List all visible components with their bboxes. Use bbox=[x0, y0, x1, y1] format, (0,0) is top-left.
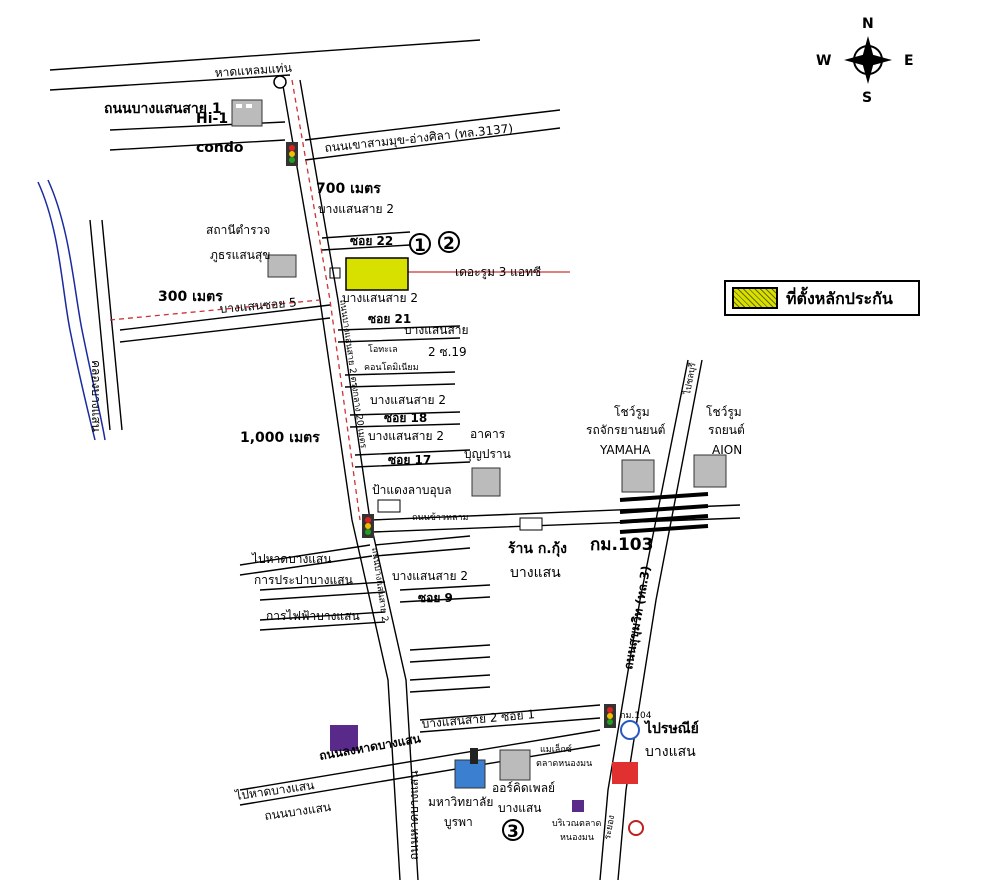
hospital-icon bbox=[628, 820, 644, 836]
road-label: บางแสนสาย 2 bbox=[370, 393, 446, 407]
distance-label: 1,000 เมตร bbox=[240, 430, 320, 446]
compass-east: E bbox=[904, 53, 914, 69]
place-label: ภูธรแสนสุข bbox=[210, 248, 270, 263]
traffic-light-icon bbox=[286, 142, 298, 166]
road-label: ถนนข้าวหลาม bbox=[412, 512, 469, 523]
road-label: ซอย 22 bbox=[350, 234, 393, 248]
logo-icon bbox=[620, 720, 640, 740]
distance-label: 300 เมตร bbox=[158, 289, 223, 305]
marker-3 bbox=[502, 819, 524, 841]
building-icon bbox=[267, 254, 297, 278]
road-label: ถนนหาดบางแสน bbox=[407, 770, 421, 860]
place-label: บางแสน bbox=[498, 801, 541, 815]
place-label: AION bbox=[712, 443, 742, 457]
road-label: ถนนบางแสนสาย 1 bbox=[104, 101, 222, 117]
road-label: ไปหาดบางแสน bbox=[251, 552, 332, 566]
place-label: เดอะรูม 3 แอทซี bbox=[455, 265, 541, 280]
river bbox=[37, 179, 106, 441]
place-label: บริเวณตลาด bbox=[552, 818, 601, 829]
place-label: การประปาบางแสน bbox=[254, 573, 353, 587]
compass-north: N bbox=[862, 16, 874, 32]
river-label: คลองบางแสน bbox=[89, 360, 103, 432]
place-label: สถานีตำรวจ bbox=[206, 223, 270, 237]
road-label: ถนนบางแสน bbox=[263, 800, 331, 823]
marker-1-label: 1 bbox=[414, 236, 426, 256]
place-label: บูรพา bbox=[444, 815, 473, 830]
place-label: Hi-1 bbox=[196, 111, 228, 127]
place-label: รถยนต์ bbox=[708, 423, 745, 437]
place-label: โอทะเล bbox=[368, 344, 398, 355]
place-label: รถจักรยานยนต์ bbox=[586, 423, 665, 437]
road-label: หาดแหลมแท่น bbox=[214, 61, 292, 80]
road-label: ถนนสุขุมวิท (ทล.3) bbox=[621, 565, 654, 671]
compass-south: S bbox=[862, 90, 872, 106]
place-label: หนองมน bbox=[560, 833, 594, 843]
building-icon bbox=[499, 749, 531, 781]
roundabout-marker bbox=[273, 75, 287, 89]
place-label: บางแสน bbox=[510, 565, 561, 581]
place-label: ออร์คิดเพลย์ bbox=[492, 781, 555, 795]
marker-2-label: 2 bbox=[443, 234, 455, 254]
roads bbox=[49, 39, 741, 881]
road-label: บางแสนสาย bbox=[404, 323, 469, 337]
legend-label: ที่ตั้งหลักประกัน bbox=[786, 289, 893, 308]
compass-icon: N S W E bbox=[816, 16, 914, 106]
traffic-light-icon bbox=[362, 514, 374, 538]
place-label: ป้าแดงลาบอุบล bbox=[372, 483, 452, 498]
place-label: บางแสน bbox=[645, 744, 696, 760]
road-label: บางแสนสาย 2 bbox=[318, 202, 394, 216]
road-label: บางแสนซอย 5 bbox=[219, 295, 297, 316]
building-icon bbox=[621, 459, 655, 493]
building-icon bbox=[231, 99, 263, 127]
marker-2 bbox=[438, 231, 460, 253]
road-label: บางแสนสาย 2 bbox=[392, 569, 468, 583]
place-label: YAMAHA bbox=[599, 443, 651, 457]
distance-lines bbox=[109, 79, 570, 521]
traffic-light-icon bbox=[604, 704, 616, 728]
place-label: บุญปราน bbox=[464, 447, 511, 462]
place-label: การไฟฟ้าบางแสน bbox=[266, 609, 360, 623]
place-label: ไปรษณีย์ bbox=[643, 719, 699, 737]
road-label: บางแสนสาย 2 bbox=[368, 429, 444, 443]
bank-icon bbox=[330, 725, 358, 751]
bank-icon bbox=[572, 800, 584, 812]
bridge-icon bbox=[619, 492, 709, 534]
marker-3-label: 3 bbox=[507, 822, 519, 842]
road-label: ระยอง bbox=[603, 814, 617, 840]
marker-1 bbox=[409, 233, 431, 255]
collateral-plot bbox=[345, 257, 409, 291]
place-label: โชว์รูม bbox=[614, 405, 650, 420]
place-label: อาคาร bbox=[470, 427, 506, 441]
place-label: คอนโดมิเนียม bbox=[364, 362, 419, 373]
legend-swatch bbox=[732, 287, 778, 309]
place-label: โชว์รูม bbox=[706, 405, 742, 420]
factory-icon bbox=[377, 499, 401, 513]
km-marker: กม.104 bbox=[620, 711, 652, 721]
compass-west: W bbox=[816, 53, 831, 69]
distance-label: 700 เมตร bbox=[316, 181, 381, 197]
road-label: บางแสนสาย 2 bbox=[342, 291, 418, 305]
place-label: ร้าน ก.กุ้ง bbox=[508, 541, 567, 557]
km-marker: กม.103 bbox=[590, 535, 653, 555]
building-icon bbox=[693, 454, 727, 488]
place-label: condo bbox=[196, 140, 244, 156]
post-office-icon bbox=[612, 762, 638, 784]
building-icon bbox=[471, 467, 501, 497]
place-label: ตลาดหนองมน bbox=[536, 759, 592, 769]
road-label: 2 ซ.19 bbox=[428, 345, 467, 359]
university-icon bbox=[454, 748, 486, 789]
collateral-small-plot bbox=[329, 267, 341, 279]
road-label: ซอย 17 bbox=[388, 453, 431, 467]
road-label: ซอย 9 bbox=[418, 591, 453, 605]
place-label: มหาวิทยาลัย bbox=[428, 795, 493, 809]
road-label: ซอย 21 bbox=[368, 312, 411, 326]
legend: ที่ตั้งหลักประกัน bbox=[724, 280, 920, 316]
factory-icon bbox=[519, 517, 543, 531]
place-label: แมเล็กซ์ bbox=[540, 742, 572, 755]
road-label: ซอย 18 bbox=[384, 411, 427, 425]
